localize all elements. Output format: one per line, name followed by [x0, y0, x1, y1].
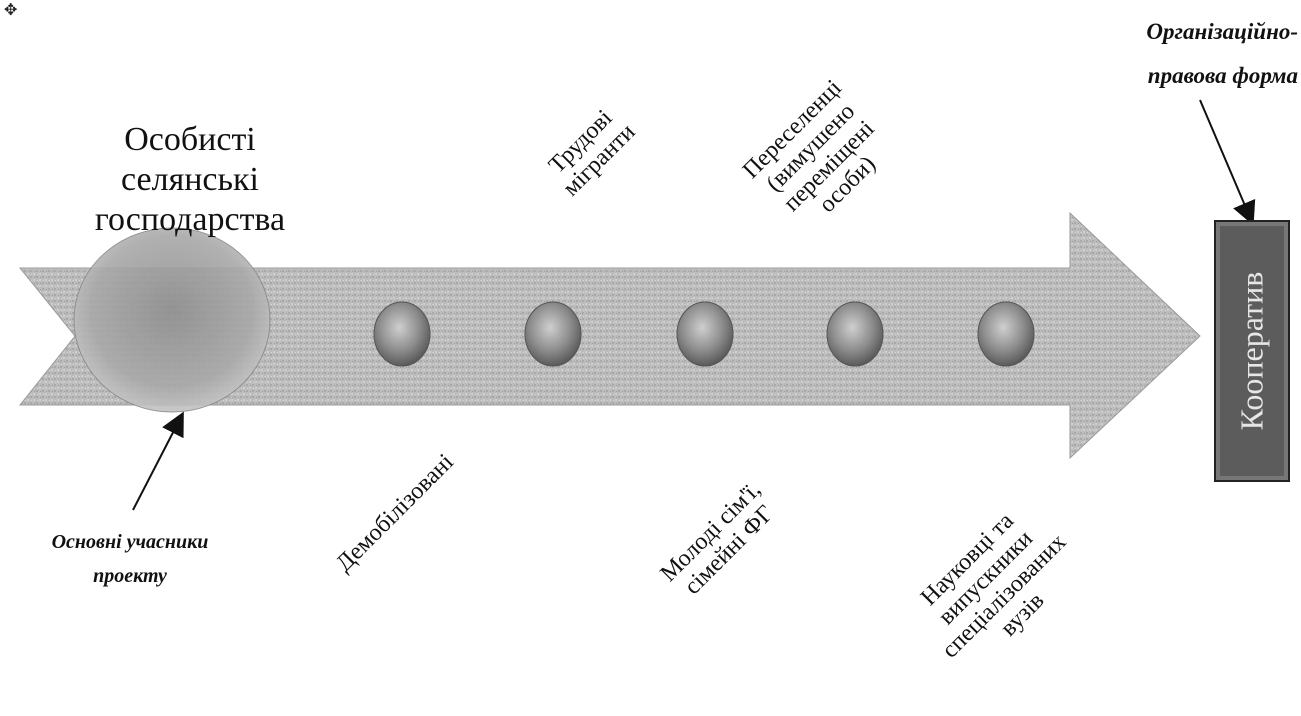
diagram-canvas: ✥ — [0, 0, 1301, 668]
bubble-2 — [525, 302, 581, 366]
cooperative-box: Кооператив — [1214, 220, 1290, 482]
cooperative-label: Кооператив — [1234, 272, 1271, 431]
participants-pointer — [133, 415, 182, 510]
annotation-main-participants: Основні учасники проекту — [0, 525, 260, 593]
annotation-legal-form: Організаційно- правова форма — [1058, 10, 1298, 98]
legal-form-pointer — [1200, 100, 1252, 222]
bubble-4 — [827, 302, 883, 366]
main-title: Особисті селянські господарства — [60, 120, 320, 240]
bubble-5 — [978, 302, 1034, 366]
participants-circle — [74, 228, 270, 412]
bubble-3 — [677, 302, 733, 366]
bubble-1 — [374, 302, 430, 366]
